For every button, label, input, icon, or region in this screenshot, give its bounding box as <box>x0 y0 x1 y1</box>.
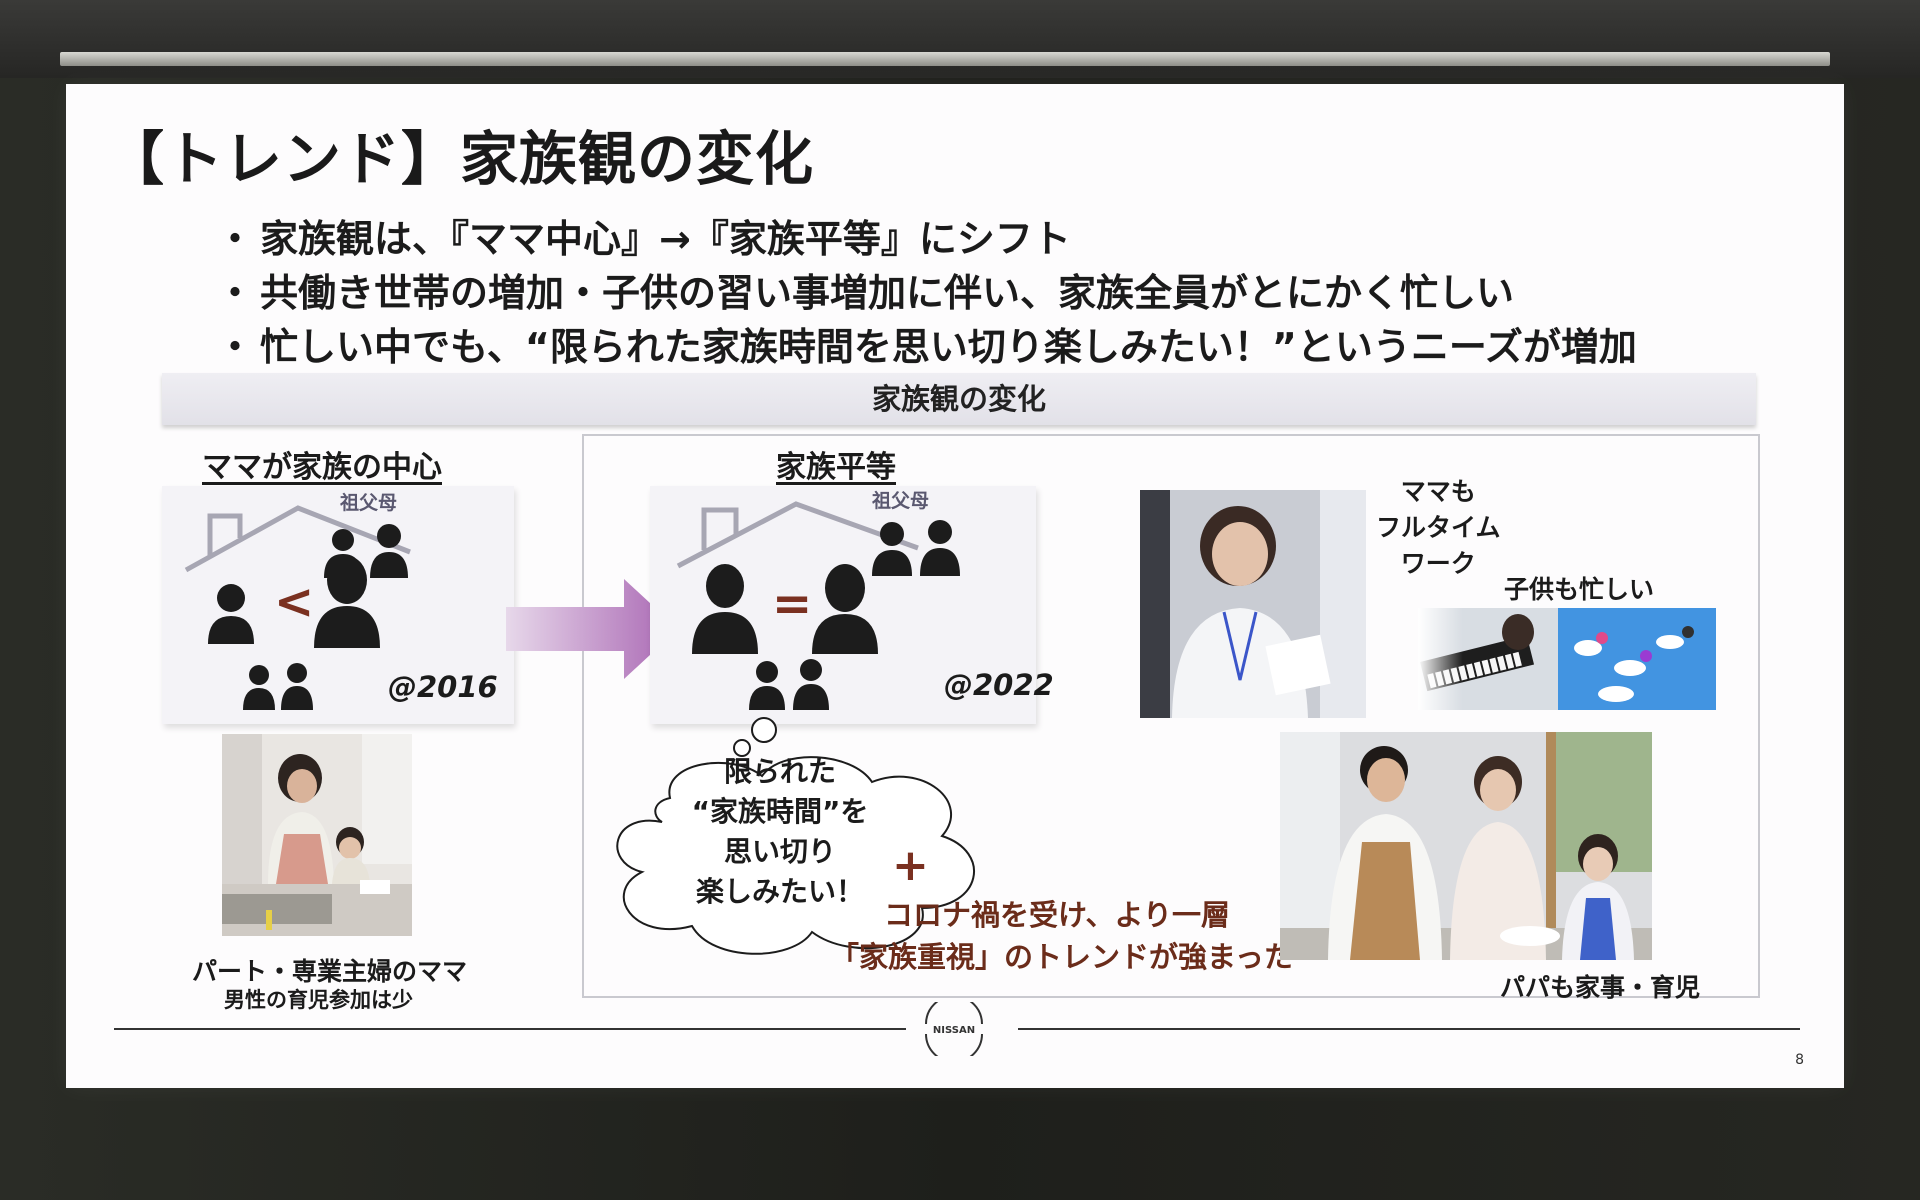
caption-line: フルタイム <box>1376 513 1501 542</box>
kids-busy-caption: 子供も忙しい <box>1504 575 1655 604</box>
mother-person-icon <box>812 564 878 654</box>
grandparent-person-icon <box>370 524 408 578</box>
working-mother-photo <box>1140 490 1366 718</box>
left-panel-heading: ママが家族の中心 <box>202 450 442 485</box>
bullet-text: 忙しい中でも、“限られた家族時間を思い切り楽しみたい！”というニーズが増加 <box>260 325 1637 369</box>
father-person-icon <box>692 564 758 654</box>
grandparent-person-icon <box>872 522 912 576</box>
bullet-dot: ・ <box>216 271 255 315</box>
left-caption-main: パート・専業主婦のママ <box>192 957 468 986</box>
papa-housework-caption: パパも家事・育児 <box>1500 973 1701 1002</box>
projection-screen: 【トレンド】家族観の変化 ・家族観は、『ママ中心』→『家族平等』にシフト ・共働… <box>66 84 1844 1088</box>
grandparents-label: 祖父母 <box>872 490 930 512</box>
grandparents-label: 祖父母 <box>340 492 398 514</box>
house-outline-icon <box>184 505 411 573</box>
thought-cloud-text: 限られた “家族時間”を 思い切り 楽しみたい！ <box>680 752 880 912</box>
kids-activities-photo <box>1418 608 1716 710</box>
equals-sign: = <box>772 576 813 632</box>
transition-arrow-icon <box>506 579 678 679</box>
father-person-icon <box>208 584 254 644</box>
bullet-dot: ・ <box>216 325 255 369</box>
kids-activities-photo-image <box>1418 608 1716 710</box>
footer-line-right <box>1018 1028 1800 1030</box>
slide-title: 【トレンド】家族観の変化 <box>106 125 815 193</box>
father-cooking-photo <box>1280 732 1652 960</box>
corona-text-line2: 「家族重視」のトレンドが強まった <box>830 940 1293 974</box>
ceiling <box>0 0 1920 78</box>
cloud-line: “家族時間”を <box>691 795 869 828</box>
cloud-line: 思い切り <box>723 835 836 868</box>
bullet-list: ・家族観は、『ママ中心』→『家族平等』にシフト ・共働き世帯の増加・子供の習い事… <box>216 212 1637 374</box>
corona-text-line1: コロナ禍を受け、より一層 <box>884 898 1230 932</box>
year-2022-label: @2022 <box>944 668 1054 702</box>
nissan-logo-text: NISSAN <box>933 1025 975 1036</box>
cloud-line: 限られた <box>723 755 836 788</box>
right-diagram: 祖父母 = @2022 <box>650 486 1054 724</box>
nissan-logo-icon: NISSAN <box>925 1002 983 1056</box>
bullet-text: 共働き世帯の増加・子供の習い事増加に伴い、家族全員がとにかく忙しい <box>260 271 1515 315</box>
right-panel-frame <box>582 434 1760 998</box>
footer-line-left <box>114 1028 906 1030</box>
working-mother-photo-image <box>1140 490 1366 718</box>
bullet-dot: ・ <box>216 217 255 261</box>
page-number: 8 <box>1795 1052 1804 1068</box>
plus-sign: + <box>892 840 929 891</box>
grandparent-person-icon <box>920 520 960 576</box>
mother-person-icon <box>314 556 380 648</box>
caption-line: ママも <box>1400 477 1476 506</box>
child-person-icon <box>793 659 829 710</box>
ceiling-light-rail <box>60 52 1830 66</box>
mother-cooking-photo <box>222 734 412 936</box>
less-than-sign: < <box>274 574 315 630</box>
child-person-icon <box>749 661 785 710</box>
thought-cloud-icon <box>616 717 976 955</box>
bullet-item: ・共働き世帯の増加・子供の習い事増加に伴い、家族全員がとにかく忙しい <box>216 266 1637 320</box>
right-panel-heading: 家族平等 <box>776 450 896 485</box>
mama-fulltime-caption: ママも フルタイム ワーク <box>1376 472 1501 580</box>
bullet-text: 家族観は、『ママ中心』→『家族平等』にシフト <box>260 217 1071 261</box>
father-cooking-photo-image <box>1280 732 1652 960</box>
left-caption-sub: 男性の育児参加は少 <box>224 988 413 1012</box>
left-diagram: 祖父母 < @2016 <box>162 486 514 724</box>
child-person-icon <box>243 665 275 710</box>
house-outline-icon <box>676 501 919 569</box>
bullet-item: ・忙しい中でも、“限られた家族時間を思い切り楽しみたい！”というニーズが増加 <box>216 320 1637 374</box>
child-person-icon <box>281 663 313 710</box>
caption-line: ワーク <box>1400 549 1476 578</box>
section-title-bar: 家族観の変化 <box>162 373 1756 425</box>
cloud-line: 楽しみたい！ <box>695 875 864 908</box>
mother-cooking-photo-image <box>222 734 412 936</box>
bullet-item: ・家族観は、『ママ中心』→『家族平等』にシフト <box>216 212 1637 266</box>
year-2016-label: @2016 <box>388 670 498 704</box>
